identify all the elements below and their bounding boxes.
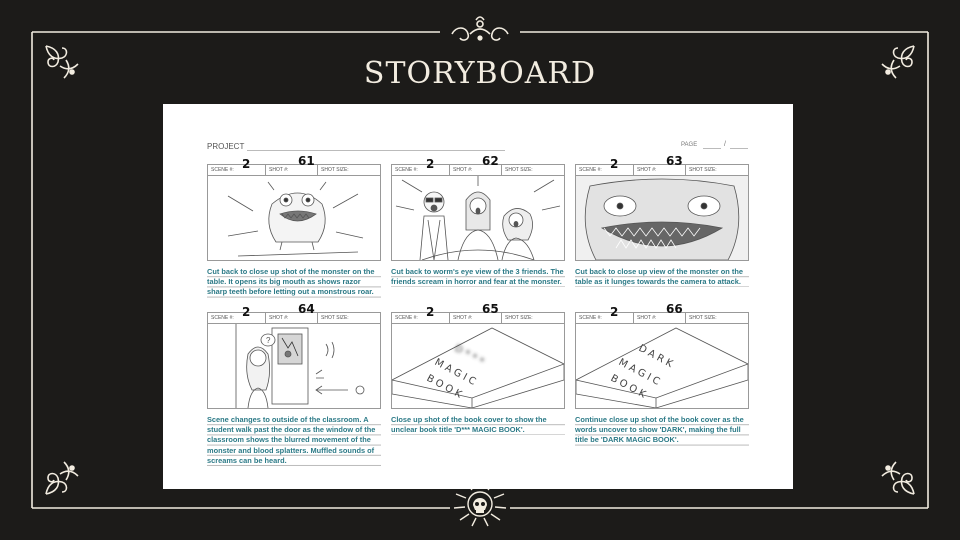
shot-number: 65 bbox=[482, 302, 499, 316]
page-label: PAGE bbox=[681, 142, 698, 148]
scene-label: SCENE #: bbox=[395, 315, 418, 321]
panel-sketch bbox=[391, 175, 565, 261]
corner-flourish-icon bbox=[881, 45, 915, 79]
panel-sketch bbox=[575, 175, 749, 261]
corner-flourish-icon bbox=[45, 461, 79, 495]
panel-header: SCENE #: 2 SHOT #: 61 SHOT SIZE: bbox=[207, 154, 381, 175]
shot-size-label: SHOT SIZE: bbox=[321, 167, 349, 173]
page-number-line bbox=[703, 148, 721, 149]
shot-number: 64 bbox=[298, 302, 315, 316]
shot-label: SHOT #: bbox=[269, 167, 289, 173]
shot-size-label: SHOT SIZE: bbox=[505, 167, 533, 173]
shot-number: 61 bbox=[298, 154, 315, 168]
scene-number: 2 bbox=[426, 157, 435, 171]
scene-number: 2 bbox=[242, 157, 251, 171]
panel-header: SCENE #: 2 SHOT #: 65 SHOT SIZE: bbox=[391, 302, 565, 323]
revealed-book-cover-sketch: DARK MAGIC BOOK bbox=[576, 327, 748, 408]
friends-scream-sketch bbox=[395, 176, 561, 260]
scene-label: SCENE #: bbox=[395, 167, 418, 173]
panel-description: Scene changes to outside of the classroo… bbox=[207, 415, 381, 467]
svg-text:?: ? bbox=[266, 336, 271, 345]
scroll-flourish-icon bbox=[451, 16, 509, 41]
shot-size-label: SHOT SIZE: bbox=[505, 315, 533, 321]
panel-description: Continue close up shot of the book cover… bbox=[575, 415, 749, 446]
panel-description: Cut back to close up shot of the monster… bbox=[207, 267, 381, 298]
panel-description: Cut back to close up view of the monster… bbox=[575, 267, 749, 288]
panel-description: Cut back to worm's eye view of the 3 fri… bbox=[391, 267, 565, 288]
storyboard-panel: SCENE #: 2 SHOT #: 62 SHOT SIZE: bbox=[391, 154, 565, 288]
project-line bbox=[247, 150, 505, 151]
panel-header: SCENE #: 2 SHOT #: 64 SHOT SIZE: bbox=[207, 302, 381, 323]
monster-roar-sketch bbox=[227, 181, 364, 257]
shot-number: 63 bbox=[666, 154, 683, 168]
scene-label: SCENE #: bbox=[211, 315, 234, 321]
page-total-line bbox=[730, 148, 748, 149]
blurred-book-cover-sketch: D*** MAGIC BOOK bbox=[392, 327, 564, 408]
storyboard-panel: SCENE #: 2 SHOT #: 66 SHOT SIZE: DARK bbox=[575, 302, 749, 446]
shot-size-label: SHOT SIZE: bbox=[321, 315, 349, 321]
corner-flourish-icon bbox=[881, 461, 915, 495]
scene-number: 2 bbox=[426, 305, 435, 319]
shot-label: SHOT #: bbox=[637, 167, 657, 173]
panel-header: SCENE #: 2 SHOT #: 62 SHOT SIZE: bbox=[391, 154, 565, 175]
monster-lunge-sketch bbox=[576, 176, 748, 260]
slide-title: STORYBOARD bbox=[363, 56, 597, 91]
storyboard-panel: SCENE #: 2 SHOT #: 65 SHOT SIZE: bbox=[391, 302, 565, 436]
panel-header: SCENE #: 2 SHOT #: 66 SHOT SIZE: bbox=[575, 302, 749, 323]
shot-label: SHOT #: bbox=[453, 167, 473, 173]
shot-label: SHOT #: bbox=[269, 315, 289, 321]
shot-label: SHOT #: bbox=[453, 315, 473, 321]
panel-sketch bbox=[207, 175, 381, 261]
panel-sketch: DARK MAGIC BOOK bbox=[575, 323, 749, 409]
scene-number: 2 bbox=[242, 305, 251, 319]
scene-number: 2 bbox=[610, 305, 619, 319]
shot-number: 62 bbox=[482, 154, 499, 168]
corner-flourish-icon bbox=[45, 45, 79, 79]
scene-label: SCENE #: bbox=[579, 315, 602, 321]
storyboard-panel: SCENE #: 2 SHOT #: 61 SHOT SIZE: bbox=[207, 154, 381, 298]
scene-number: 2 bbox=[610, 157, 619, 171]
scene-label: SCENE #: bbox=[579, 167, 602, 173]
storyboard-panel: SCENE #: 2 SHOT #: 63 SHOT SIZE: bbox=[575, 154, 749, 288]
panel-description: Close up shot of the book cover to show … bbox=[391, 415, 565, 436]
scene-label: SCENE #: bbox=[211, 167, 234, 173]
project-label: PROJECT bbox=[207, 142, 245, 151]
panel-header: SCENE #: 2 SHOT #: 63 SHOT SIZE: bbox=[575, 154, 749, 175]
shot-label: SHOT #: bbox=[637, 315, 657, 321]
panel-sketch: ? bbox=[207, 323, 381, 409]
panel-sketch: D*** MAGIC BOOK bbox=[391, 323, 565, 409]
storyboard-panel: SCENE #: 2 SHOT #: 64 SHOT SIZE: bbox=[207, 302, 381, 467]
shot-number: 66 bbox=[666, 302, 683, 316]
shot-size-label: SHOT SIZE: bbox=[689, 315, 717, 321]
page-separator: / bbox=[724, 141, 726, 148]
storyboard-sheet: PROJECT PAGE / SCENE #: 2 SHOT #: 61 SHO… bbox=[163, 104, 793, 489]
shot-size-label: SHOT SIZE: bbox=[689, 167, 717, 173]
student-hallway-sketch: ? bbox=[235, 324, 365, 408]
